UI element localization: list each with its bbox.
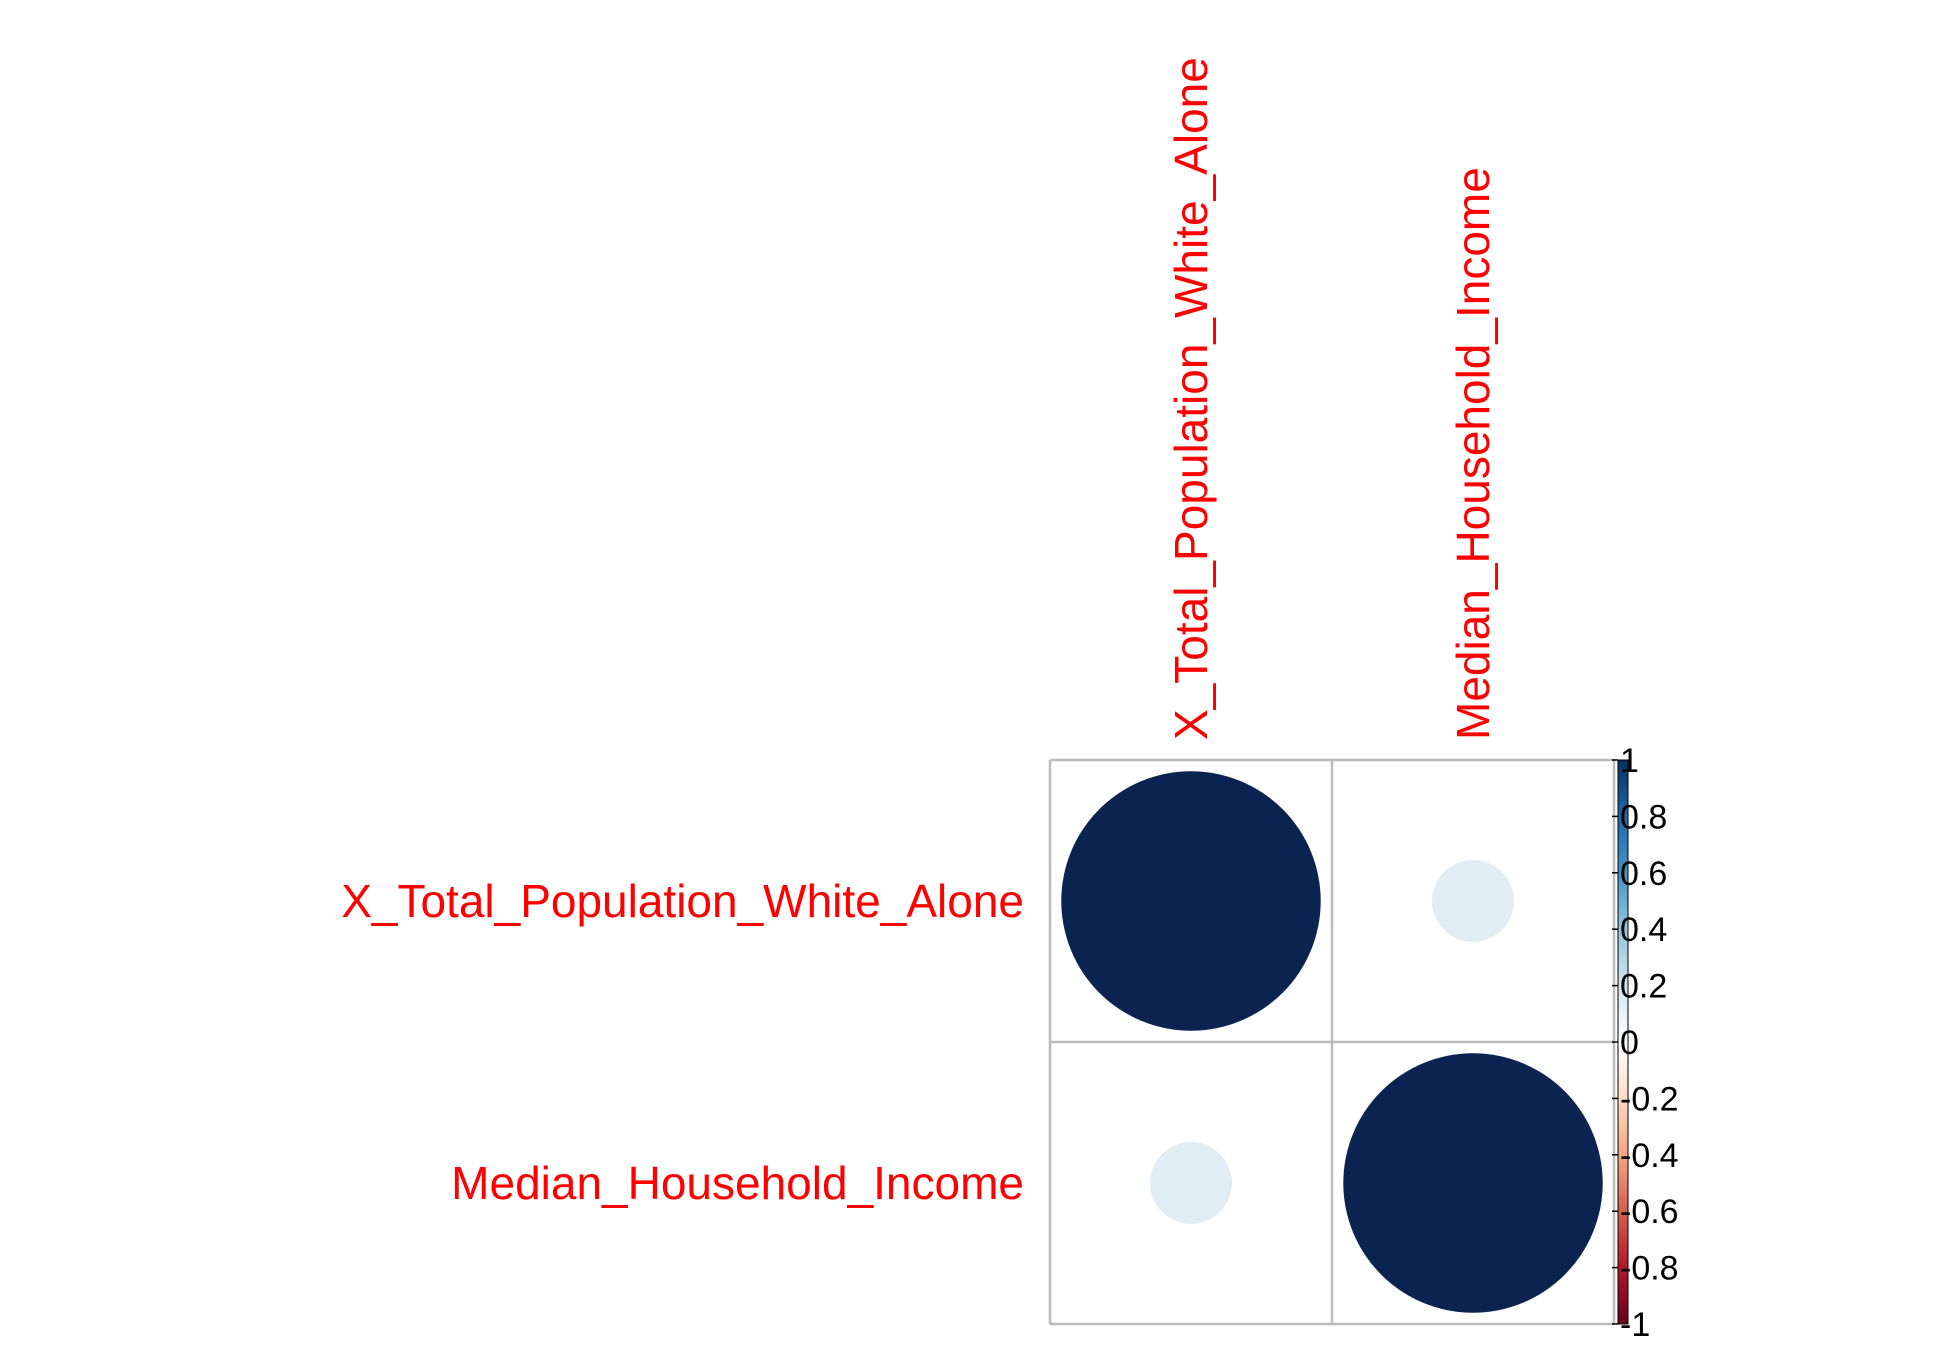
corr-circle-1-2 (1431, 859, 1515, 943)
colorbar-tick-label-2: 0.6 (1620, 855, 1667, 893)
labels-layer: X_Total_Population_White_AloneX_Total_Po… (341, 57, 1499, 1209)
circles-layer (1061, 771, 1603, 1313)
corr-circle-1-1 (1061, 771, 1321, 1031)
colorbar-tick-label-1: 0.8 (1620, 798, 1667, 836)
colorbar-tick-label-3: 0.4 (1620, 911, 1667, 949)
corr-circle-2-1 (1149, 1141, 1233, 1225)
colorbar: 1 0.8 0.6 0.4 0.2 0 -0.2 -0.4 -0.6 -0.8 -1 (1612, 742, 1679, 1344)
colorbar-tick-label-4: 0.2 (1620, 968, 1667, 1006)
col-label-1: X_Total_Population_White_Alone (1165, 57, 1217, 740)
colorbar-tick-label-0: 1 (1620, 742, 1639, 780)
colorbar-tick-label-5: 0 (1620, 1024, 1639, 1062)
colorbar-tick-label-8: -0.6 (1620, 1193, 1679, 1231)
colorbar-tick-label-10: -1 (1620, 1306, 1650, 1344)
colorbar-tick-label-7: -0.4 (1620, 1137, 1679, 1175)
row-label-2: Median_Household_Income (451, 1157, 1024, 1209)
corr-circle-2-2 (1343, 1053, 1603, 1313)
col-label-2: Median_Household_Income (1447, 167, 1499, 740)
colorbar-tick-label-9: -0.8 (1620, 1250, 1679, 1288)
colorbar-tick-label-6: -0.2 (1620, 1080, 1679, 1118)
row-label-1: X_Total_Population_White_Alone (341, 875, 1024, 927)
